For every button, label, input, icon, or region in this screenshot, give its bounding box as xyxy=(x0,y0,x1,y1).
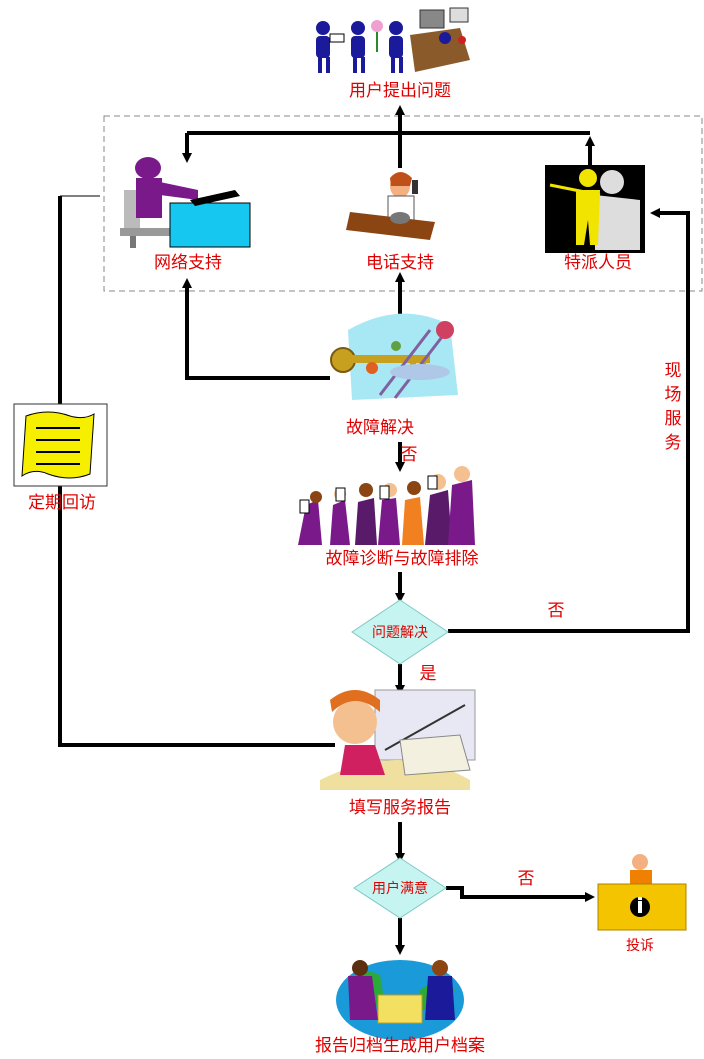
edge-label-problem-yes: 是 xyxy=(420,664,437,684)
edge-label-fault-no: 否 xyxy=(401,445,418,465)
node-network-support: 网络支持 xyxy=(154,253,222,273)
connectors xyxy=(58,105,690,955)
node-diagnosis: 故障诊断与故障排除 xyxy=(326,549,479,569)
node-phone-support: 电话支持 xyxy=(366,253,434,273)
users-with-desk-icon xyxy=(316,7,470,73)
user-satisfied-diamond xyxy=(353,857,447,919)
connector-fault-to-network xyxy=(182,278,330,380)
edge-label-onsite-3: 服 xyxy=(665,409,682,429)
connector-satisfied-to-complaint xyxy=(446,886,595,902)
node-complaint: 投诉 xyxy=(626,938,654,954)
node-fault-resolved: 故障解决 xyxy=(346,418,414,438)
node-periodic-visit: 定期回访 xyxy=(28,493,96,513)
dispatch-person-icon xyxy=(545,165,645,253)
phone-agent-icon xyxy=(346,172,435,240)
support-group-box xyxy=(103,115,703,292)
team-icon xyxy=(298,466,475,545)
computer-operator-icon xyxy=(120,157,251,248)
node-service-report: 填写服务报告 xyxy=(349,798,451,818)
node-user-satisfied: 用户满意 xyxy=(372,880,428,897)
edge-label-onsite-2: 场 xyxy=(665,385,682,405)
node-problem-resolved: 问题解决 xyxy=(372,625,428,641)
edge-label-onsite-1: 现 xyxy=(665,361,682,381)
edge-label-satisfied-no: 否 xyxy=(518,869,535,889)
connector-report-to-visit xyxy=(58,485,335,747)
complaint-desk-icon xyxy=(597,854,687,931)
node-dispatch-staff: 特派人员 xyxy=(564,253,632,273)
key-ladder-icon xyxy=(330,313,458,400)
connector-problem-to-dispatch xyxy=(448,208,690,633)
node-user-request: 用户提出问题 xyxy=(349,81,451,101)
node-archive: 报告归档生成用户档案 xyxy=(315,1036,485,1056)
handshake-globe-icon xyxy=(336,960,464,1040)
edge-label-onsite-4: 务 xyxy=(665,433,682,453)
edge-label-problem-no: 否 xyxy=(548,601,565,621)
problem-resolved-diamond xyxy=(351,599,449,665)
document-icon xyxy=(13,403,108,487)
report-writer-icon xyxy=(320,689,476,790)
